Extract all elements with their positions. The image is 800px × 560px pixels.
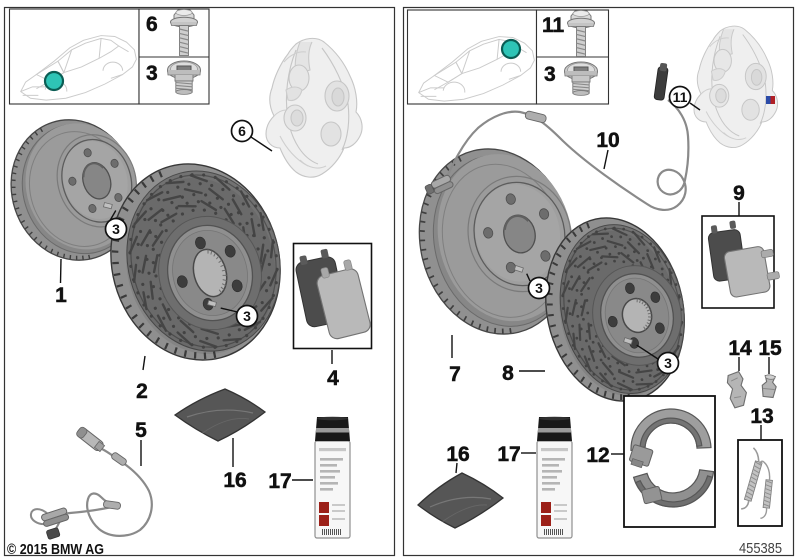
svg-text:15: 15: [758, 337, 782, 360]
svg-text:11: 11: [673, 89, 688, 105]
svg-text:14: 14: [728, 337, 752, 360]
svg-text:3: 3: [664, 355, 672, 371]
svg-text:8: 8: [502, 362, 514, 385]
svg-text:6: 6: [146, 13, 158, 36]
svg-text:3: 3: [112, 221, 120, 237]
svg-text:7: 7: [449, 363, 461, 386]
svg-text:3: 3: [535, 280, 543, 296]
svg-text:3: 3: [544, 63, 556, 86]
svg-text:11: 11: [542, 14, 565, 37]
svg-text:12: 12: [586, 444, 609, 467]
svg-text:10: 10: [596, 129, 619, 152]
svg-text:© 2015 BMW AG: © 2015 BMW AG: [7, 541, 104, 558]
svg-text:16: 16: [446, 443, 469, 466]
svg-text:5: 5: [135, 419, 147, 442]
svg-text:3: 3: [146, 62, 158, 85]
svg-text:6: 6: [238, 123, 246, 139]
svg-text:17: 17: [268, 470, 291, 493]
svg-text:1: 1: [55, 284, 67, 307]
svg-text:17: 17: [497, 443, 520, 466]
svg-text:13: 13: [750, 405, 773, 428]
svg-text:455385: 455385: [739, 540, 782, 557]
svg-text:2: 2: [136, 380, 148, 403]
svg-text:3: 3: [243, 308, 251, 324]
svg-text:16: 16: [223, 469, 246, 492]
svg-text:4: 4: [327, 367, 339, 390]
svg-text:9: 9: [733, 182, 745, 205]
